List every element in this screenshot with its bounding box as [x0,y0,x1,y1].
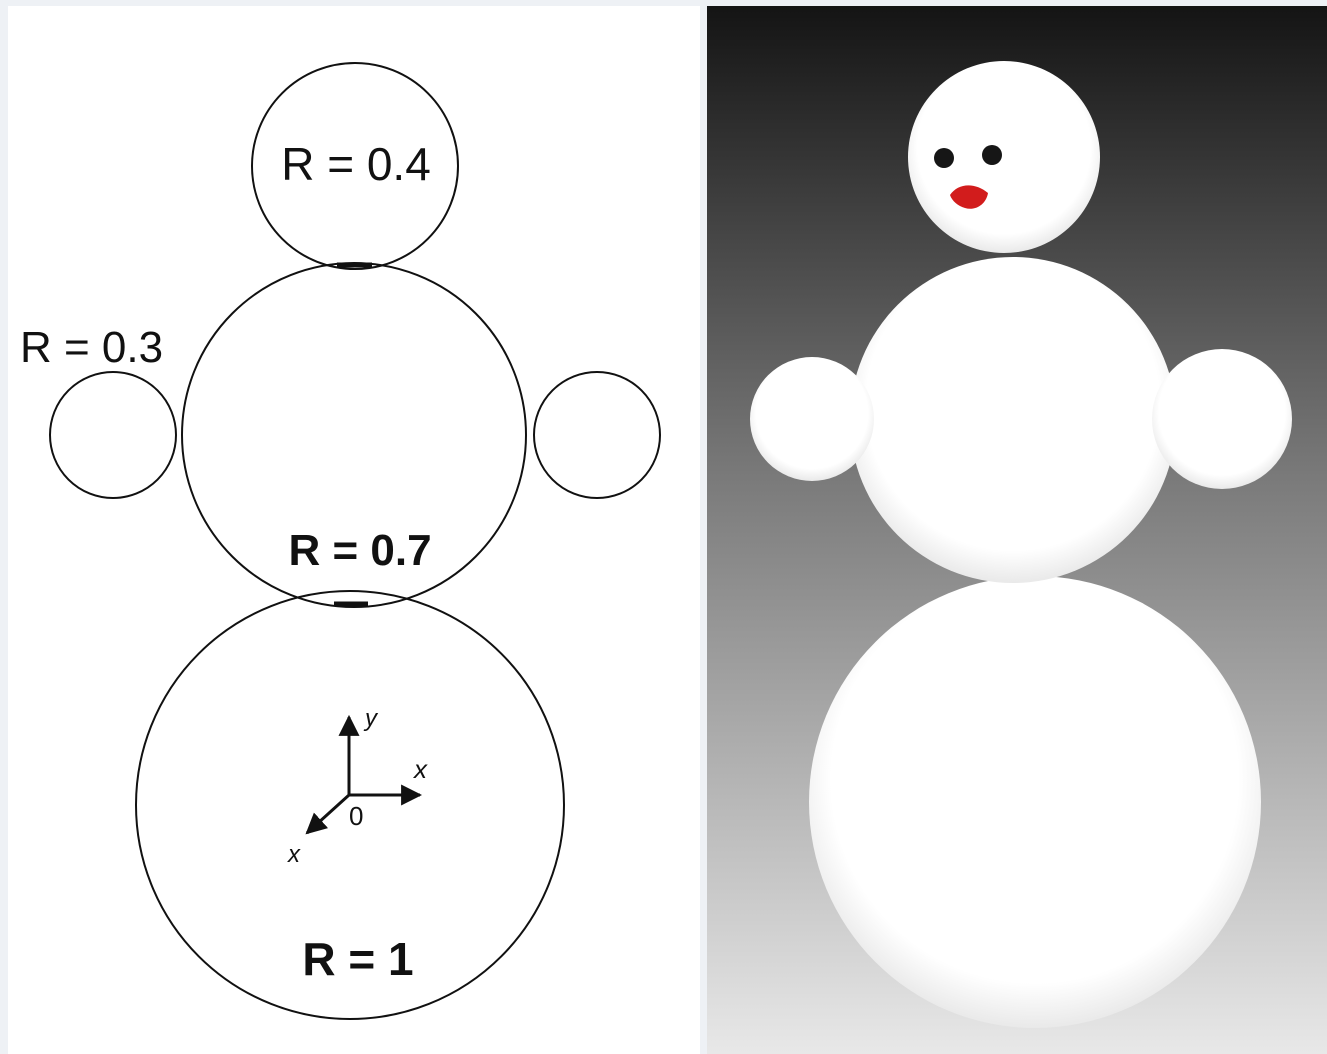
left-arm-outline [49,371,177,499]
diagram-background [8,6,700,1054]
right-arm-sphere [1152,349,1292,489]
origin-label: 0 [349,801,363,831]
body-sphere [850,257,1176,583]
diagram-panel: R = 0.4 R = 0.3 R = 0.7 R = 1 y x x 0 [8,6,700,1054]
body-radius-label: R = 0.7 [288,526,431,575]
render-panel [707,6,1327,1054]
x-axis-label: x [412,754,428,784]
y-axis-label: y [363,705,379,732]
base-outline [135,590,565,1020]
head-outline [251,62,459,270]
nose-icon [950,185,988,209]
head-radius-label: R = 0.4 [281,138,431,190]
left-arm-sphere [750,357,874,481]
eye-icon [934,148,954,168]
right-arm-outline [533,371,661,499]
z-axis-label: x [287,841,301,868]
coordinate-axes: y x x 0 [287,705,428,868]
z-axis [305,793,351,835]
arm-radius-label: R = 0.3 [20,323,163,372]
head-sphere [908,61,1100,253]
base-radius-label: R = 1 [302,933,413,985]
eye-icon [982,145,1002,165]
base-sphere [809,576,1261,1028]
